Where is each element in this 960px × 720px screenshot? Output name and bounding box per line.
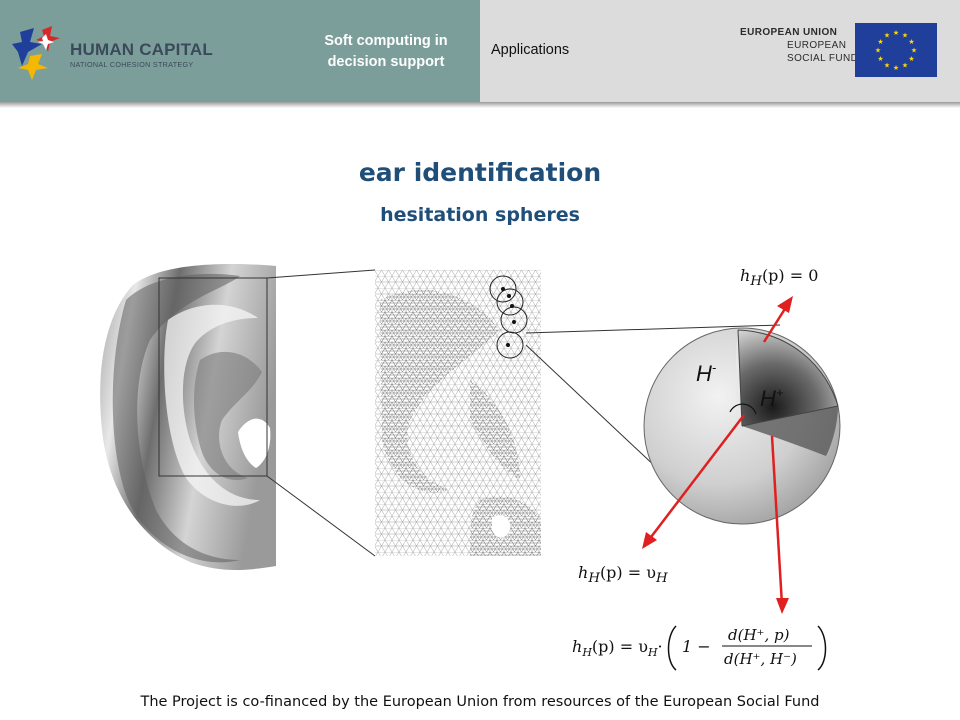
header-bar: HUMAN CAPITAL NATIONAL COHESION STRATEGY… xyxy=(0,0,960,108)
human-capital-logo-icon xyxy=(12,26,60,80)
logo-title: HUMAN CAPITAL xyxy=(70,40,213,59)
svg-text:★: ★ xyxy=(893,64,899,72)
eu-line-1: EUROPEAN UNION xyxy=(740,27,838,38)
svg-text:★: ★ xyxy=(902,32,908,40)
svg-text:1 −: 1 − xyxy=(682,637,711,656)
ear-3d-image xyxy=(100,264,276,570)
svg-text:★: ★ xyxy=(893,29,899,37)
svg-text:★: ★ xyxy=(884,32,890,40)
header-shadow xyxy=(0,102,960,108)
svg-text:★: ★ xyxy=(908,55,914,63)
svg-text:d(H⁺, H⁻): d(H⁺, H⁻) xyxy=(724,650,797,668)
label-h-plus: H+ xyxy=(760,385,784,411)
arrows xyxy=(642,296,793,614)
small-spheres xyxy=(489,275,528,359)
eu-flag-icon: ★ ★ ★ ★ ★ ★ ★ ★ ★ ★ ★ ★ xyxy=(855,23,937,77)
course-title-line2: decision support xyxy=(327,54,445,70)
svg-text:★: ★ xyxy=(877,55,883,63)
formula-top: hH(p) = 0 xyxy=(740,266,819,290)
slide-subtitle: hesitation spheres xyxy=(380,204,580,226)
section-label: Applications xyxy=(491,42,570,58)
svg-text:★: ★ xyxy=(884,62,890,70)
svg-text:hH(p) = υH·: hH(p) = υH· xyxy=(572,637,663,659)
svg-text:★: ★ xyxy=(908,38,914,46)
svg-text:★: ★ xyxy=(875,47,881,55)
eu-text-block: EUROPEAN UNION EUROPEAN SOCIAL FUND xyxy=(740,26,858,65)
slide-title: ear identification xyxy=(358,158,602,187)
hesitation-sphere xyxy=(643,327,841,525)
svg-text:★: ★ xyxy=(911,47,917,55)
formula-bottom-svg: hH(p) = υH· 1 − d(H⁺, p) d(H⁺, H⁻) xyxy=(572,625,827,671)
mesh-image xyxy=(375,270,541,556)
footer-text: The Project is co-financed by the Europe… xyxy=(140,694,820,710)
course-title-line1: Soft computing in xyxy=(324,33,448,49)
svg-text:★: ★ xyxy=(902,62,908,70)
label-h-minus: H- xyxy=(696,360,717,386)
eu-line-3: SOCIAL FUND xyxy=(787,53,859,64)
eu-line-2: EUROPEAN xyxy=(787,40,847,51)
formula-middle: hH(p) = υH xyxy=(578,563,668,587)
svg-text:★: ★ xyxy=(877,38,883,46)
svg-text:d(H⁺, p): d(H⁺, p) xyxy=(728,626,790,644)
formula-bottom: hH(p) = υH· 1 − d(H⁺, p) d(H⁺, H⁻) xyxy=(572,622,832,672)
course-title: Soft computing in decision support xyxy=(296,31,476,73)
logo-subtitle: NATIONAL COHESION STRATEGY xyxy=(70,60,194,69)
header-left-band xyxy=(0,0,480,102)
